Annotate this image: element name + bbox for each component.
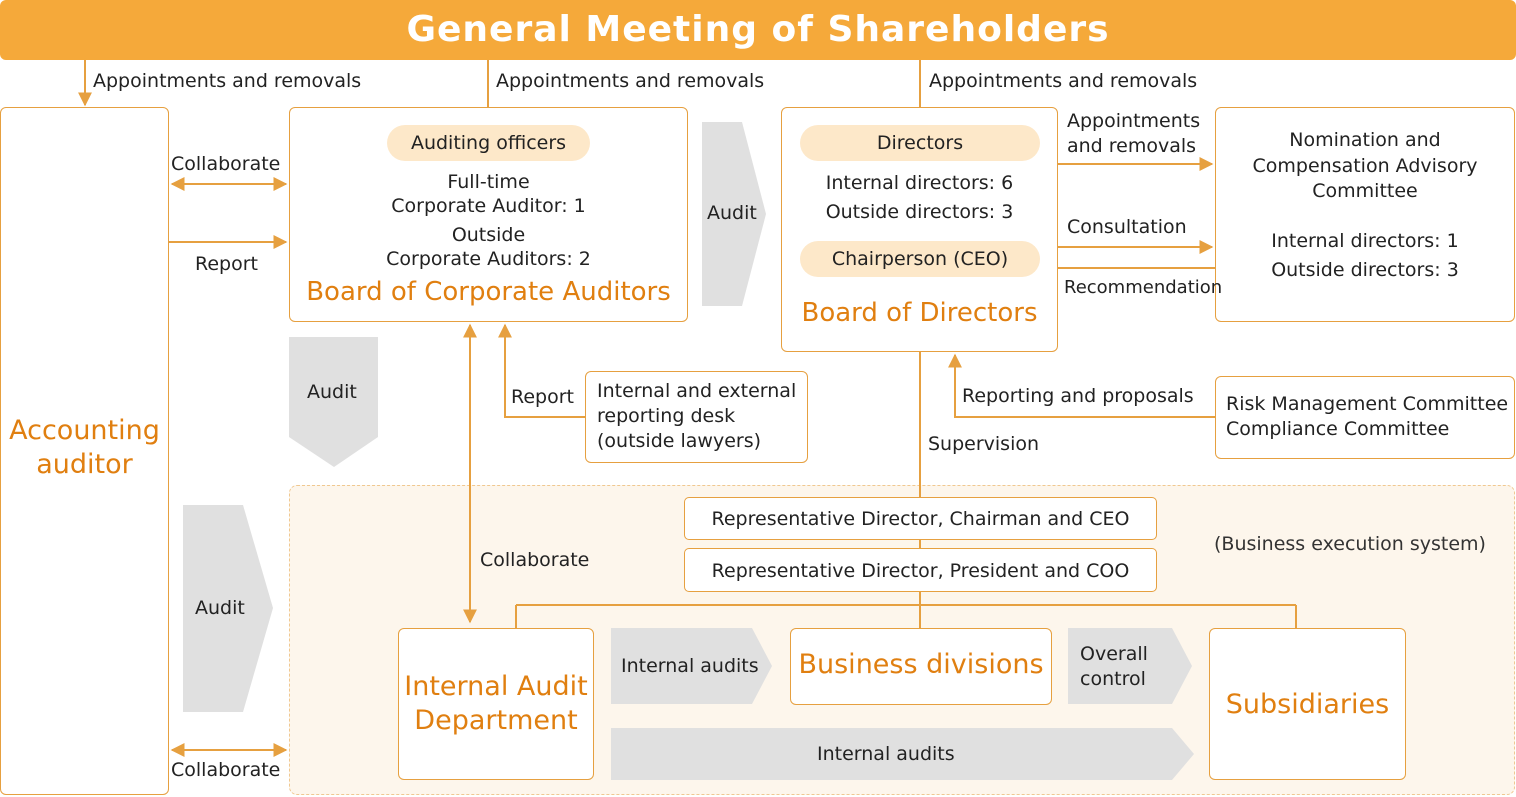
- desk-line3: (outside lawyers): [597, 430, 762, 452]
- risk-line2: Compliance Committee: [1226, 418, 1450, 440]
- audit-arrow-right: [702, 122, 766, 306]
- business-divisions-label: Business divisions: [798, 649, 1044, 680]
- auditors-fulltime: Full-time: [447, 171, 530, 193]
- desk-line2: reporting desk: [597, 405, 736, 427]
- committee-title-3: Committee: [1312, 180, 1418, 202]
- label-internal-audits-2: Internal audits: [817, 743, 955, 765]
- nomination-committee-box: [1215, 107, 1515, 322]
- rep-president-box: [684, 548, 1157, 592]
- internal-audit-line2: Department: [414, 705, 578, 736]
- label-reporting-proposals: Reporting and proposals: [962, 385, 1194, 407]
- label-collaborate-top: Collaborate: [171, 153, 281, 175]
- committee-title-1: Nomination and: [1289, 129, 1441, 151]
- subsidiaries-box: [1209, 628, 1406, 780]
- directors-internal: Internal directors: 6: [825, 172, 1014, 194]
- label-internal-audits-1: Internal audits: [621, 655, 759, 677]
- label-audit-left: Audit: [195, 597, 245, 619]
- label-report-desk: Report: [511, 386, 574, 408]
- internal-audits-arrow-2: [611, 728, 1194, 780]
- committee-title-2: Compensation Advisory: [1252, 155, 1478, 177]
- label-collaborate-mid: Collaborate: [480, 549, 590, 571]
- rep-president-label: Representative Director, President and C…: [711, 560, 1130, 582]
- committee-outside: Outside directors: 3: [1271, 259, 1459, 281]
- rep-chairman-label: Representative Director, Chairman and CE…: [711, 508, 1130, 530]
- label-audit-mid: Audit: [707, 202, 757, 224]
- desk-line1: Internal and external: [597, 380, 797, 402]
- auditors-outside: Outside: [451, 224, 526, 246]
- accounting-auditor-line2: auditor: [36, 449, 133, 480]
- audit-arrow-left-right: [183, 505, 273, 712]
- label-collaborate-bottom: Collaborate: [171, 759, 281, 781]
- board-corporate-auditors-title: Board of Corporate Auditors: [306, 277, 671, 307]
- internal-audit-box: [398, 628, 594, 780]
- internal-audit-line1: Internal Audit: [404, 671, 588, 702]
- label-overall-control-2: control: [1080, 668, 1146, 690]
- reporting-desk-box: [585, 371, 808, 463]
- label-audit-down: Audit: [307, 381, 357, 403]
- label-appt-left: Appointments and removals: [93, 70, 362, 92]
- label-overall-control-1: Overall: [1080, 643, 1148, 665]
- chairperson-pill: Chairperson (CEO): [800, 241, 1040, 277]
- label-supervision: Supervision: [928, 433, 1040, 455]
- board-directors-title: Board of Directors: [801, 298, 1038, 328]
- auditors-fulltime-count: Corporate Auditor: 1: [391, 195, 586, 217]
- directors-pill: Directors: [800, 125, 1040, 161]
- auditors-outside-count: Corporate Auditors: 2: [386, 248, 591, 270]
- subsidiaries-label: Subsidiaries: [1225, 689, 1390, 720]
- internal-audits-arrow-1: [611, 628, 772, 704]
- label-consultation: Consultation: [1067, 216, 1187, 238]
- audit-arrow-down: [289, 337, 378, 467]
- page-title: General Meeting of Shareholders: [406, 9, 1110, 50]
- label-appt-right: Appointments and removals: [929, 70, 1198, 92]
- directors-outside: Outside directors: 3: [825, 201, 1014, 223]
- accounting-auditor-box: Accounting auditor: [0, 107, 169, 795]
- committee-internal: Internal directors: 1: [1271, 230, 1459, 252]
- label-recommendation: Recommendation: [1064, 277, 1223, 298]
- accounting-auditor-line1: Accounting: [9, 415, 160, 446]
- business-divisions-box: [790, 628, 1052, 705]
- risk-compliance-box: [1215, 376, 1515, 459]
- overall-control-arrow: [1068, 628, 1192, 704]
- rep-chairman-box: [684, 497, 1157, 540]
- risk-line1: Risk Management Committee: [1226, 393, 1509, 415]
- label-appt-mid: Appointments and removals: [496, 70, 765, 92]
- shareholders-header: General Meeting of Shareholders: [0, 0, 1516, 60]
- label-appt-committee-1: Appointments: [1067, 110, 1201, 132]
- label-appt-committee-2: and removals: [1067, 135, 1197, 157]
- label-business-system: (Business execution system): [1214, 533, 1486, 555]
- auditing-officers-pill: Auditing officers: [387, 125, 590, 161]
- label-report-left: Report: [195, 253, 258, 275]
